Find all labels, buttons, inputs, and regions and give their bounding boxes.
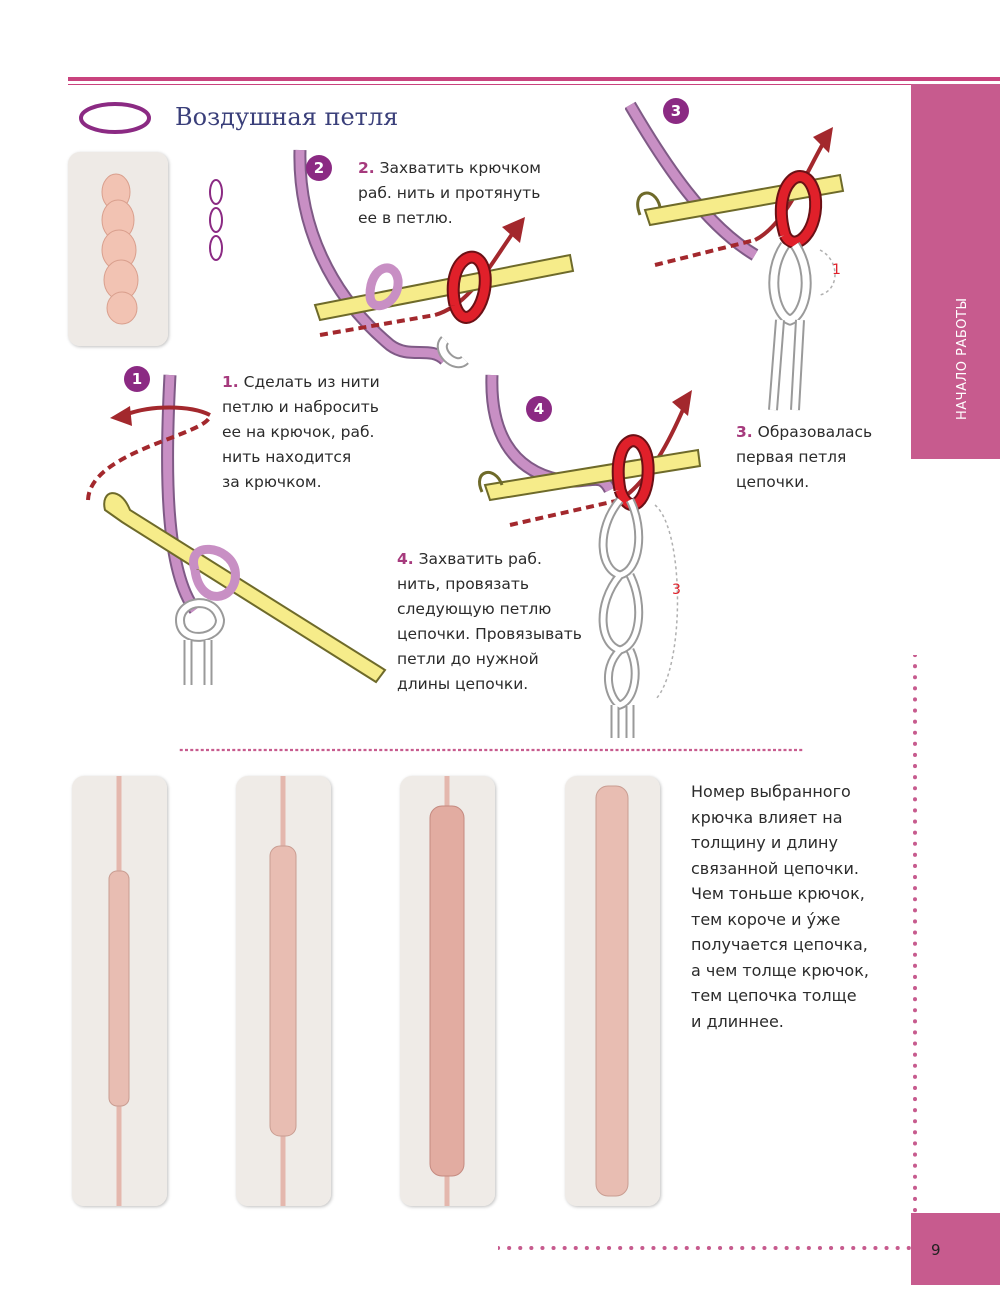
step-1-caption: 1. Сделать из нити петлю и набросить ее … xyxy=(222,370,380,495)
step-4-loop-count: 3 xyxy=(672,582,681,598)
chain-sample-photo xyxy=(68,152,168,346)
chapter-tab-label: НАЧАЛО РАБОТЫ xyxy=(955,297,970,420)
chain-photo-medium-hook xyxy=(236,776,331,1206)
chain-photo-thick-hook xyxy=(400,776,495,1206)
chain-symbols-icon xyxy=(209,179,223,261)
step-4-number: 4. xyxy=(397,550,414,568)
step-1-number: 1. xyxy=(222,373,239,391)
header-rule xyxy=(68,77,1000,81)
step-4-diagram xyxy=(478,374,702,738)
step-1-text: Сделать из нити петлю и набросить ее на … xyxy=(222,373,380,491)
page-number-tab: 9 xyxy=(911,1213,1000,1285)
chain-photo-thickest-hook xyxy=(565,776,660,1206)
section-title: Воздушная петля xyxy=(175,103,399,131)
step-3-badge: 3 xyxy=(663,98,689,124)
chapter-tab: НАЧАЛО РАБОТЫ xyxy=(911,84,1000,459)
header-rule-thin xyxy=(68,84,1000,85)
step-2-text: Захватить крючком раб. нить и протянуть … xyxy=(358,159,542,227)
page-number: 9 xyxy=(931,1241,941,1259)
hook-size-note: Номер выбранного крючка влияет на толщин… xyxy=(691,782,869,1031)
step-4-badge: 4 xyxy=(526,396,552,422)
step-2-diagram xyxy=(293,149,575,368)
step-4-text: Захватить раб. нить, провязать следующую… xyxy=(397,550,582,693)
section-divider xyxy=(179,748,803,752)
step-3-caption: 3. Образовалась первая петля цепочки. xyxy=(736,420,872,495)
step-2-number: 2. xyxy=(358,159,375,177)
chain-photo-thin-hook xyxy=(72,776,167,1206)
step-3-number: 3. xyxy=(736,423,753,441)
chain-stitch-symbol-icon xyxy=(79,102,151,134)
step-4-caption: 4. Захватить раб. нить, провязать следую… xyxy=(397,547,582,697)
side-dotted-line xyxy=(913,655,917,1215)
step-2-badge: 2 xyxy=(306,155,332,181)
step-3-loop-count: 1 xyxy=(832,262,841,278)
footer-dotted-line xyxy=(498,1246,912,1250)
step-1-badge: 1 xyxy=(124,366,150,392)
step-3-text: Образовалась первая петля цепочки. xyxy=(736,423,873,491)
step-2-caption: 2. Захватить крючком раб. нить и протяну… xyxy=(358,156,541,231)
step-1-diagram xyxy=(86,374,387,685)
step-3-diagram xyxy=(625,101,845,411)
